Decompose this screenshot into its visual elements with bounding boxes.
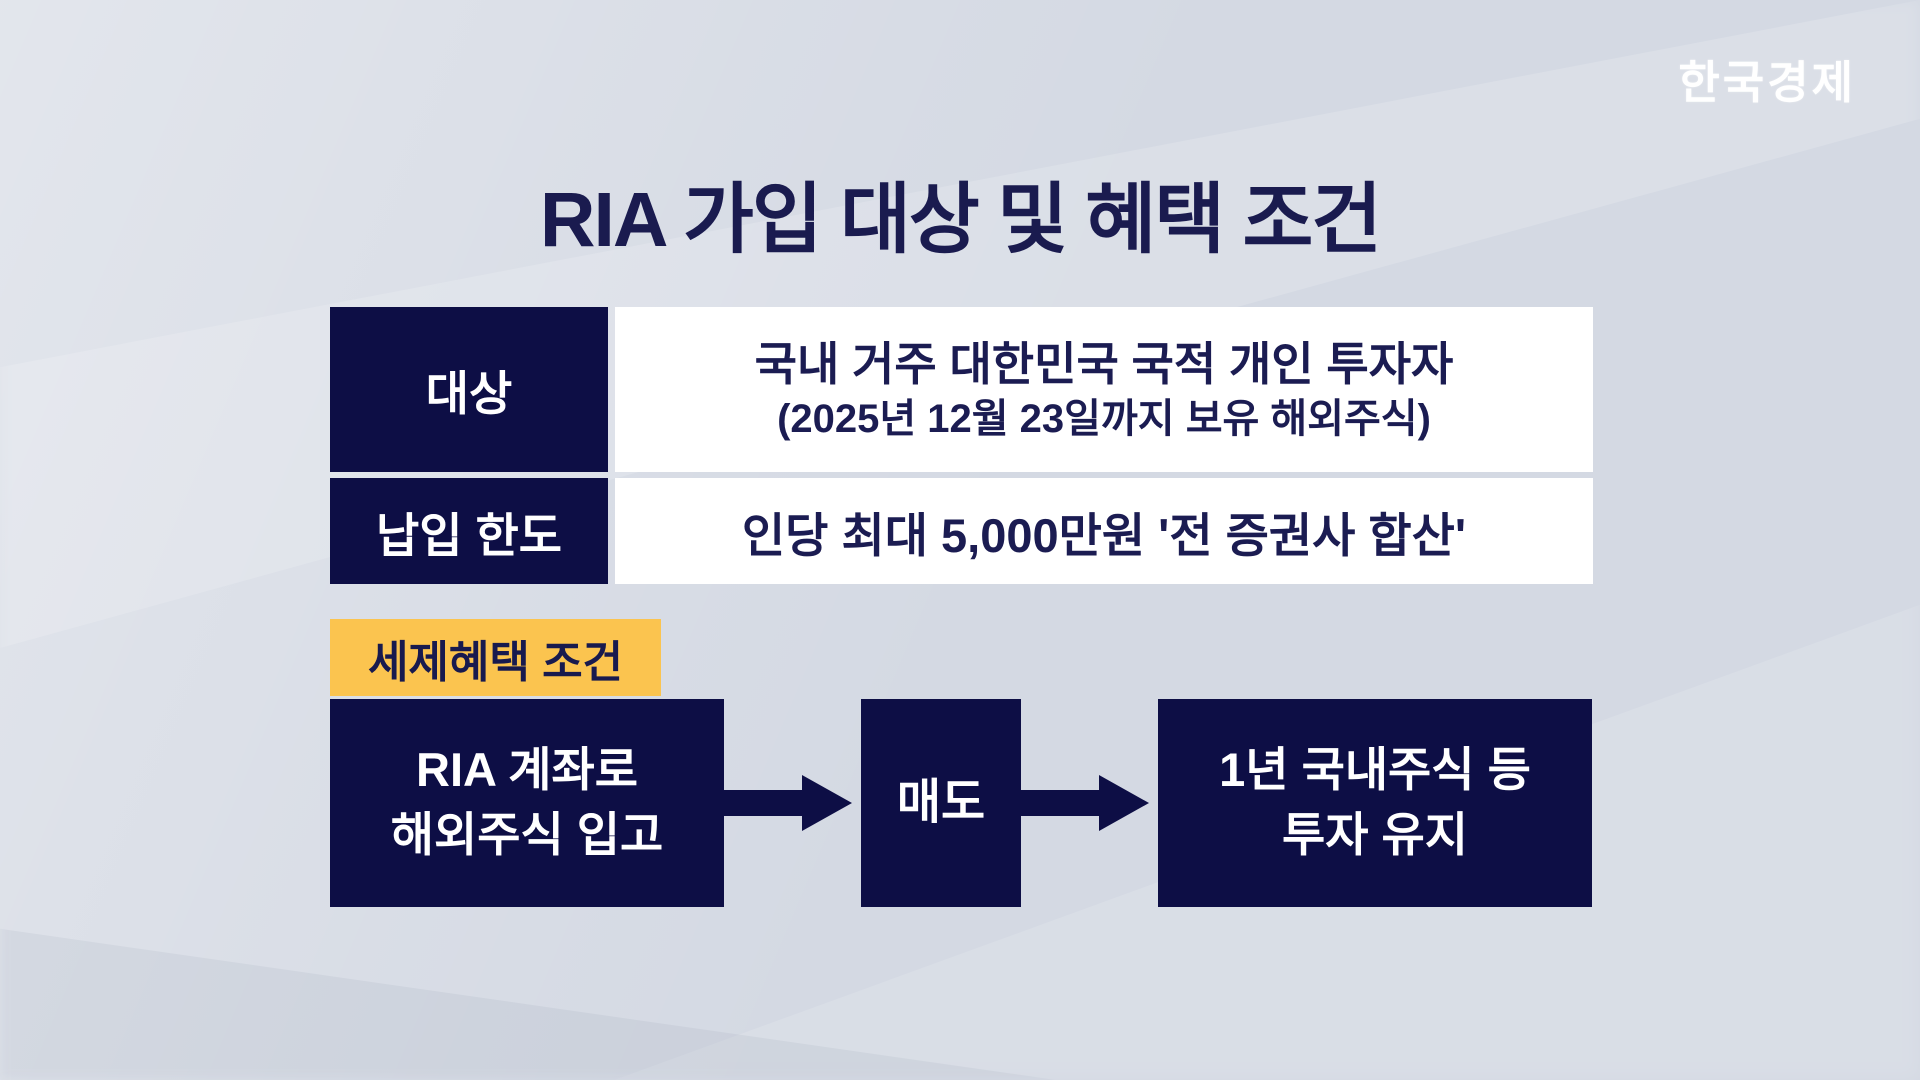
flow-step-sell-line1: 매도 [896, 775, 986, 829]
table-row-target-value: 국내 거주 대한민국 국적 개인 투자자 (2025년 12월 23일까지 보유… [615, 307, 1593, 472]
flow-arrow-right-icon [724, 699, 861, 907]
flow-step-sell: 매도 [861, 699, 1021, 907]
flow-step-hold: 1년 국내주식 등 투자 유지 [1158, 699, 1592, 907]
flow-step-hold-line2: 투자 유지 [1281, 808, 1469, 861]
table-row-limit-value: 인당 최대 5,000만원 '전 증권사 합산' [615, 478, 1593, 584]
table-row-target-label: 대상 [330, 307, 608, 472]
flow-arrow-right-icon [1021, 699, 1158, 907]
flow-step-deposit-line2: 해외주식 입고 [390, 808, 664, 861]
eligibility-table: 대상 국내 거주 대한민국 국적 개인 투자자 (2025년 12월 23일까지… [330, 307, 1593, 584]
flow-step-deposit: RIA 계좌로 해외주식 입고 [330, 699, 724, 907]
target-value-line1: 국내 거주 대한민국 국적 개인 투자자 [754, 338, 1454, 391]
flow-step-hold-line1: 1년 국내주식 등 [1219, 743, 1531, 797]
hankyung-logo: 한국경제 [1678, 58, 1856, 108]
tax-benefit-tag: 세제혜택 조건 [330, 619, 661, 696]
limit-value-text: 인당 최대 5,000만원 '전 증권사 합산' [741, 508, 1467, 562]
page-title: RIA 가입 대상 및 혜택 조건 [539, 177, 1382, 263]
table-row-limit-label: 납입 한도 [330, 478, 608, 584]
flow-step-deposit-line1: RIA 계좌로 [416, 743, 638, 797]
target-value-line2: (2025년 12월 23일까지 보유 해외주식) [777, 396, 1431, 441]
tax-benefit-flow: RIA 계좌로 해외주식 입고 매도 1년 국내주식 등 투자 유지 [330, 699, 1593, 907]
